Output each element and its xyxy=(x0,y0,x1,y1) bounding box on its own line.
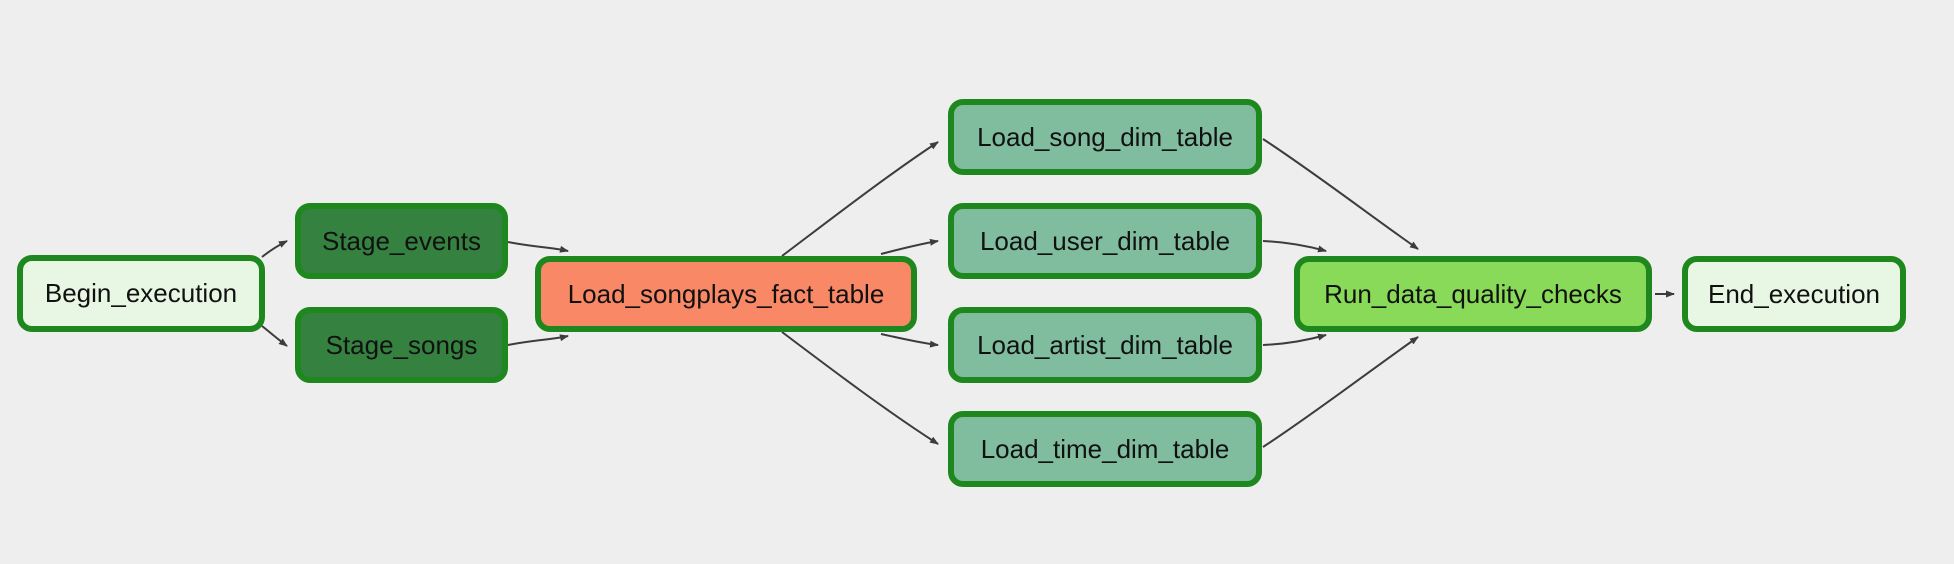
edge-fact-to-time-dim xyxy=(781,331,939,445)
node-label: Run_data_quality_checks xyxy=(1324,278,1622,309)
node-label: Load_artist_dim_table xyxy=(977,329,1233,360)
edge-stage-songs-to-fact xyxy=(507,334,569,346)
node-label: Load_songplays_fact_table xyxy=(567,278,885,309)
node-stage-songs[interactable]: Stage_songs xyxy=(295,307,508,383)
edge-stage-events-to-fact xyxy=(507,241,569,253)
edge-begin-to-stage-songs xyxy=(261,325,288,347)
node-load-user-dim-table[interactable]: Load_user_dim_table xyxy=(948,203,1262,279)
node-stage-events[interactable]: Stage_events xyxy=(295,203,508,279)
edge-artist-dim-to-quality xyxy=(1262,333,1327,346)
node-run-data-quality-checks[interactable]: Run_data_quality_checks xyxy=(1294,256,1652,332)
node-load-artist-dim-table[interactable]: Load_artist_dim_table xyxy=(948,307,1262,383)
node-begin-execution[interactable]: Begin_execution xyxy=(17,255,265,332)
edge-fact-to-song-dim xyxy=(781,141,939,257)
edge-song-dim-to-quality xyxy=(1262,138,1419,250)
node-label: End_execution xyxy=(1707,278,1881,309)
edge-user-dim-to-quality xyxy=(1262,240,1327,253)
node-label: Begin_execution xyxy=(44,278,238,308)
edge-begin-to-stage-events xyxy=(261,240,288,258)
node-end-execution[interactable]: End_execution xyxy=(1682,256,1906,332)
node-load-song-dim-table[interactable]: Load_song_dim_table xyxy=(948,99,1262,175)
node-label: Load_song_dim_table xyxy=(977,121,1233,152)
node-load-time-dim-table[interactable]: Load_time_dim_table xyxy=(948,411,1262,487)
node-label: Load_time_dim_table xyxy=(980,433,1230,464)
node-label: Load_user_dim_table xyxy=(979,225,1231,256)
edge-fact-to-artist-dim xyxy=(880,333,939,348)
node-load-songplays-fact-table[interactable]: Load_songplays_fact_table xyxy=(535,256,917,332)
node-label: Stage_songs xyxy=(325,329,478,360)
edge-time-dim-to-quality xyxy=(1262,336,1419,448)
edge-fact-to-user-dim xyxy=(880,238,939,255)
node-label: Stage_events xyxy=(321,225,481,256)
